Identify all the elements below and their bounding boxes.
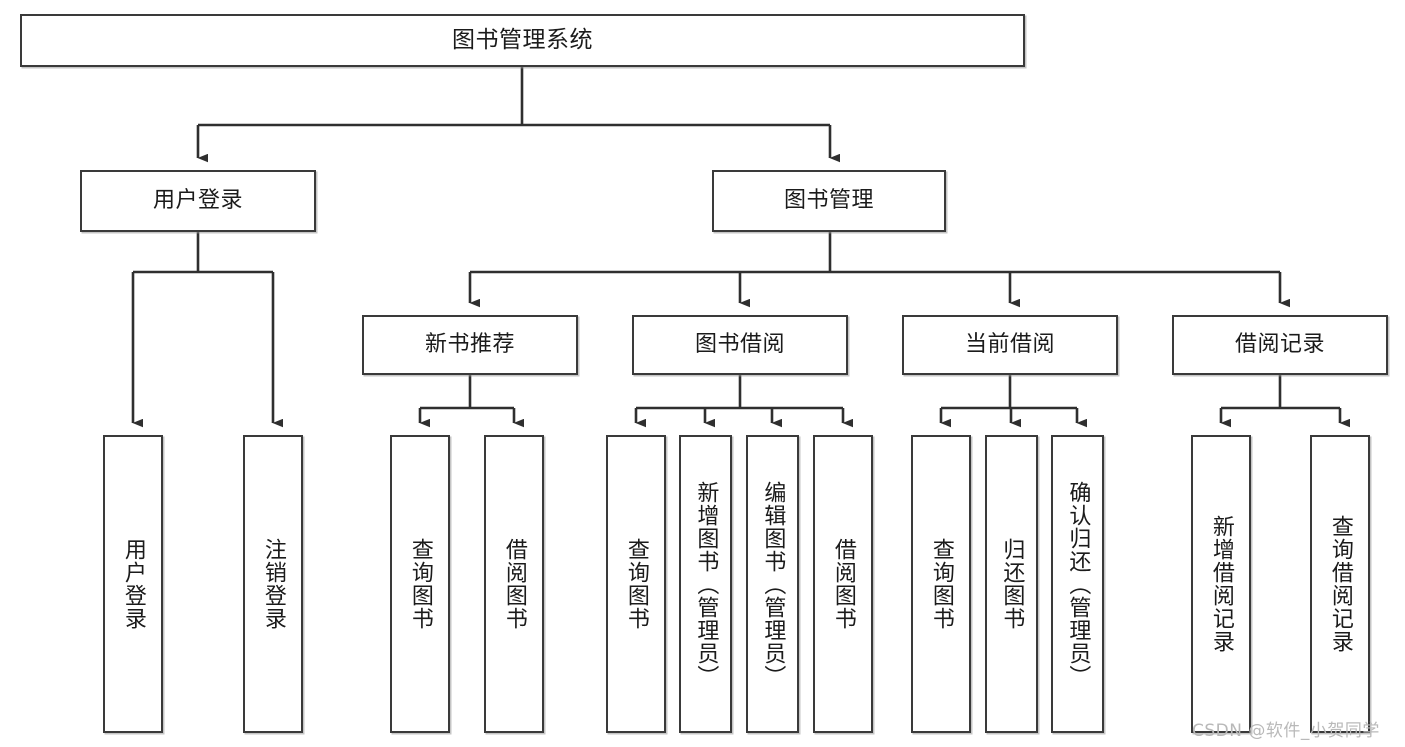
leaf-user-login[interactable]: 用户登录: [103, 435, 163, 733]
leaf-borrow-book-rec-label: 借阅图书: [501, 538, 527, 630]
leaf-borrow-book-label: 借阅图书: [830, 538, 856, 630]
node-user-login-label: 用户登录: [152, 188, 243, 214]
node-root-label: 图书管理系统: [452, 26, 593, 53]
node-user-login[interactable]: 用户登录: [80, 170, 316, 232]
leaf-user-logout-label: 注销登录: [260, 538, 286, 630]
leaf-edit-book-label: 编辑图书（管理员）: [760, 480, 786, 688]
node-book-manage-label: 图书管理: [783, 188, 874, 214]
node-borrow-record[interactable]: 借阅记录: [1172, 315, 1388, 375]
leaf-query-book-rec-label: 查询图书: [407, 538, 433, 630]
node-current-borrow-label: 当前借阅: [964, 332, 1055, 358]
leaf-edit-book[interactable]: 编辑图书（管理员）: [746, 435, 799, 733]
node-root[interactable]: 图书管理系统: [20, 14, 1025, 67]
leaf-query-record[interactable]: 查询借阅记录: [1310, 435, 1370, 733]
node-new-book-recommend-label: 新书推荐: [424, 332, 515, 358]
leaf-query-book-borrow-label: 查询图书: [623, 538, 649, 630]
leaf-user-login-label: 用户登录: [120, 538, 146, 630]
leaf-borrow-book[interactable]: 借阅图书: [813, 435, 873, 733]
leaf-add-book[interactable]: 新增图书（管理员）: [679, 435, 732, 733]
watermark: CSDN @软件_小贺同学: [1192, 721, 1380, 741]
leaf-confirm-return-label: 确认归还（管理员）: [1065, 480, 1091, 688]
leaf-add-record[interactable]: 新增借阅记录: [1191, 435, 1251, 733]
leaf-query-book-rec[interactable]: 查询图书: [390, 435, 450, 733]
node-borrow-record-label: 借阅记录: [1234, 332, 1325, 358]
leaf-query-book-borrow[interactable]: 查询图书: [606, 435, 666, 733]
leaf-add-record-label: 新增借阅记录: [1208, 515, 1234, 653]
leaf-confirm-return[interactable]: 确认归还（管理员）: [1051, 435, 1104, 733]
leaf-query-book-current[interactable]: 查询图书: [911, 435, 971, 733]
node-new-book-recommend[interactable]: 新书推荐: [362, 315, 578, 375]
node-book-borrow[interactable]: 图书借阅: [632, 315, 848, 375]
node-current-borrow[interactable]: 当前借阅: [902, 315, 1118, 375]
leaf-query-book-current-label: 查询图书: [928, 538, 954, 630]
node-book-borrow-label: 图书借阅: [694, 332, 785, 358]
node-book-manage[interactable]: 图书管理: [712, 170, 946, 232]
leaf-return-book[interactable]: 归还图书: [985, 435, 1038, 733]
leaf-user-logout[interactable]: 注销登录: [243, 435, 303, 733]
leaf-query-record-label: 查询借阅记录: [1327, 515, 1353, 653]
leaf-borrow-book-rec[interactable]: 借阅图书: [484, 435, 544, 733]
leaf-add-book-label: 新增图书（管理员）: [693, 480, 719, 688]
leaf-return-book-label: 归还图书: [999, 538, 1025, 630]
